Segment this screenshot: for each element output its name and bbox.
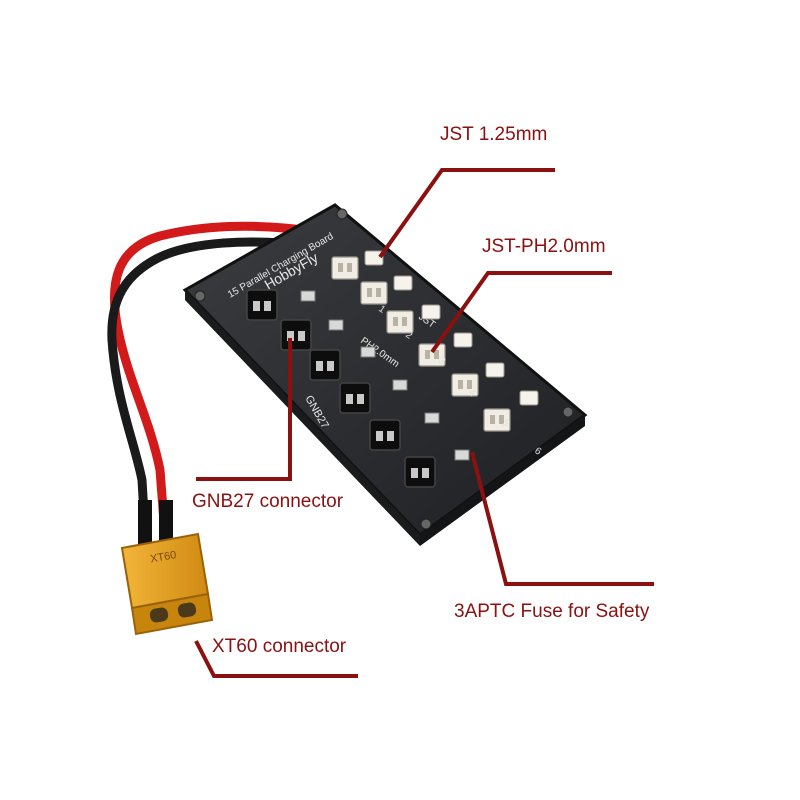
callout-gnb27-connector: GNB27 connector bbox=[192, 491, 344, 512]
jst125-port bbox=[519, 390, 539, 406]
black-wire bbox=[107, 237, 317, 553]
gnb27-port bbox=[309, 349, 341, 381]
screw-top bbox=[336, 208, 348, 220]
jst125-port bbox=[393, 275, 413, 291]
ptc-fuse bbox=[424, 412, 440, 424]
jst125-ports bbox=[364, 250, 539, 406]
red-wire bbox=[109, 221, 325, 553]
callout-jst-1-25mm: JST 1.25mm bbox=[440, 124, 548, 145]
leader-jst125 bbox=[378, 168, 555, 259]
jst125-port bbox=[453, 332, 473, 348]
port-numbers: 1 2 3 4 5 6 bbox=[376, 303, 543, 457]
callout-xt60-connector: XT60 connector bbox=[212, 636, 347, 657]
screw-bottom bbox=[420, 518, 432, 530]
port-number: 6 bbox=[532, 445, 543, 457]
jst-ph-port bbox=[418, 343, 446, 367]
leader-fuse bbox=[470, 451, 654, 586]
ptc-fuse bbox=[392, 379, 408, 391]
xt60-plug: XT60 bbox=[120, 532, 214, 636]
ptc-fuse bbox=[300, 290, 316, 302]
heatshrink-left bbox=[138, 500, 152, 550]
callout-ptc-fuse: 3APTC Fuse for Safety bbox=[454, 601, 650, 622]
screw-top-left bbox=[194, 290, 206, 302]
leader-lines bbox=[194, 168, 654, 678]
port-number: 4 bbox=[466, 387, 477, 399]
gnb27-ports bbox=[246, 289, 436, 488]
gnb27-port bbox=[404, 456, 436, 488]
port-number: 5 bbox=[500, 417, 511, 429]
gnb27-port bbox=[246, 289, 278, 321]
jst125-port bbox=[421, 304, 441, 320]
jst125-port bbox=[364, 250, 384, 266]
port-number: 3 bbox=[436, 355, 447, 367]
gnb27-port bbox=[280, 319, 312, 351]
port-number: 1 bbox=[376, 303, 387, 315]
screw-right bbox=[562, 406, 574, 418]
leader-xt60 bbox=[194, 640, 358, 678]
jst-ph-ports bbox=[331, 256, 511, 432]
gnb27-port bbox=[339, 382, 371, 414]
jst-ph-port bbox=[451, 373, 479, 397]
jst-ph-port bbox=[331, 256, 359, 280]
port-number: 2 bbox=[403, 329, 414, 341]
jst-ph-port bbox=[386, 310, 414, 334]
jst-ph-port bbox=[360, 281, 388, 305]
leader-jstph bbox=[430, 271, 612, 354]
leader-gnb27 bbox=[196, 338, 292, 481]
jst125-port bbox=[485, 362, 505, 378]
ptc-fuses bbox=[300, 290, 470, 461]
heatshrink-right bbox=[159, 500, 173, 550]
ptc-fuse bbox=[328, 319, 344, 331]
gnb27-port bbox=[369, 419, 401, 451]
jst-ph-port bbox=[483, 408, 511, 432]
xt60-marking: XT60 bbox=[149, 549, 177, 565]
callout-jst-ph-2-0mm: JST-PH2.0mm bbox=[482, 236, 606, 257]
ptc-fuse bbox=[454, 449, 470, 461]
ptc-fuse bbox=[360, 346, 376, 358]
